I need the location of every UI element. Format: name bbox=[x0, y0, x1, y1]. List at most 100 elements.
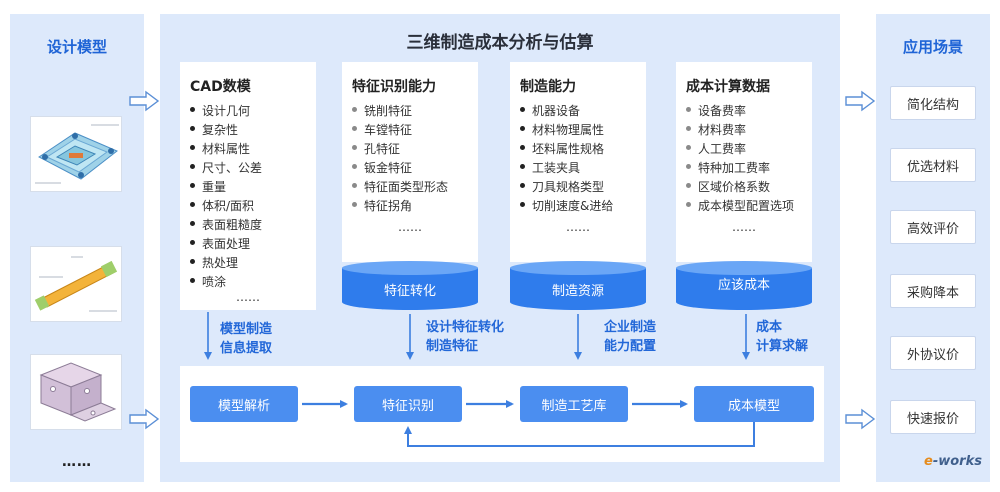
bullet-icon bbox=[686, 202, 691, 207]
bullet-icon bbox=[190, 240, 195, 245]
cylinder-label: 应该成本 bbox=[717, 278, 770, 293]
list-item: 成本模型配置选项 bbox=[686, 197, 794, 216]
list-item: 机器设备 bbox=[520, 102, 613, 121]
manufacturing-capability-card: 制造能力 机器设备 材料物理属性 坯料属性规格 工装夹具 刀具规格类型 切削速度… bbox=[510, 62, 646, 262]
bullet-icon bbox=[190, 145, 195, 150]
list-item: 材料物理属性 bbox=[520, 121, 613, 140]
list-item: 设备费率 bbox=[686, 102, 794, 121]
model-thumbnail-plate[interactable] bbox=[30, 116, 122, 192]
more-models-ellipsis: …… bbox=[62, 454, 92, 470]
cad-model-card: CAD数模 设计几何 复杂性 材料属性 尺寸、公差 重量 体积/面积 表面粗糙度… bbox=[180, 62, 316, 310]
model-parsing-step[interactable]: 模型解析 bbox=[190, 386, 298, 422]
capability-config-label: 企业制造 能力配置 bbox=[604, 320, 657, 354]
bullet-icon bbox=[190, 221, 195, 226]
list-item: 孔特征 bbox=[352, 140, 448, 159]
model-extract-label: 模型制造 信息提取 bbox=[220, 322, 273, 356]
application-scenarios-panel: 应用场景 简化结构 优选材料 高效评价 采购降本 外协议价 快速报价 bbox=[876, 14, 990, 482]
scenario-efficient-evaluation[interactable]: 高效评价 bbox=[890, 210, 976, 244]
should-cost-cylinder: 应该成本 bbox=[674, 260, 814, 312]
scenario-outsourcing-pricing[interactable]: 外协议价 bbox=[890, 336, 976, 370]
bullet-icon bbox=[520, 145, 525, 150]
bullet-icon bbox=[190, 126, 195, 131]
scenario-simplify-structure[interactable]: 简化结构 bbox=[890, 86, 976, 120]
feature-recognition-step[interactable]: 特征识别 bbox=[354, 386, 462, 422]
feature-list: 铣削特征 车镗特征 孔特征 钣金特征 特征面类型形态 特征拐角 bbox=[352, 102, 448, 216]
cad-attribute-list: 设计几何 复杂性 材料属性 尺寸、公差 重量 体积/面积 表面粗糙度 表面处理 … bbox=[190, 102, 262, 292]
list-item: 钣金特征 bbox=[352, 159, 448, 178]
feature-convert-label: 设计特征转化 制造特征 bbox=[426, 320, 505, 354]
bullet-icon bbox=[190, 278, 195, 283]
list-item: 材料属性 bbox=[190, 140, 262, 159]
list-item: 喷涂 bbox=[190, 273, 262, 292]
feedback-loop-arrow bbox=[404, 422, 755, 447]
application-scenarios-title: 应用场景 bbox=[902, 38, 963, 56]
list-item: 体积/面积 bbox=[190, 197, 262, 216]
list-item: 切削速度&进给 bbox=[520, 197, 613, 216]
list-item: 重量 bbox=[190, 178, 262, 197]
bullet-icon bbox=[686, 107, 691, 112]
bullet-icon bbox=[686, 183, 691, 188]
bullet-icon bbox=[190, 202, 195, 207]
manufacturing-resource-cylinder: 制造资源 bbox=[508, 260, 648, 312]
bullet-icon bbox=[190, 183, 195, 188]
list-item: 材料费率 bbox=[686, 121, 794, 140]
list-item: 热处理 bbox=[190, 254, 262, 273]
bullet-icon bbox=[520, 202, 525, 207]
design-model-panel: 设计模型 bbox=[10, 14, 144, 482]
cost-solve-label: 成本 计算求解 bbox=[756, 320, 809, 354]
bullet-icon bbox=[190, 164, 195, 169]
arrow-right-icon bbox=[845, 90, 876, 112]
bullet-icon bbox=[686, 126, 691, 131]
more-ellipsis: …… bbox=[566, 220, 590, 234]
process-library-step[interactable]: 制造工艺库 bbox=[520, 386, 628, 422]
bullet-icon bbox=[352, 145, 357, 150]
list-item: 区域价格系数 bbox=[686, 178, 794, 197]
cost-analysis-panel: 三维制造成本分析与估算 CAD数模 设计几何 复杂性 材料属性 尺寸、公差 重量… bbox=[160, 14, 840, 482]
eworks-watermark: e-works bbox=[924, 454, 982, 469]
list-item: 尺寸、公差 bbox=[190, 159, 262, 178]
bullet-icon bbox=[352, 126, 357, 131]
bullet-icon bbox=[520, 126, 525, 131]
feature-conversion-cylinder: 特征转化 bbox=[340, 260, 480, 312]
list-item: 设计几何 bbox=[190, 102, 262, 121]
more-ellipsis: …… bbox=[732, 220, 756, 234]
list-item: 表面粗糙度 bbox=[190, 216, 262, 235]
card-title: CAD数模 bbox=[190, 79, 251, 95]
bullet-icon bbox=[190, 107, 195, 112]
cylinder-icon bbox=[676, 261, 812, 310]
cost-analysis-title: 三维制造成本分析与估算 bbox=[406, 33, 594, 53]
model-thumbnail-bracket[interactable] bbox=[30, 354, 122, 430]
cost-data-list: 设备费率 材料费率 人工费率 特种加工费率 区域价格系数 成本模型配置选项 bbox=[686, 102, 794, 216]
list-item: 坯料属性规格 bbox=[520, 140, 613, 159]
more-ellipsis: …… bbox=[398, 220, 422, 234]
bullet-icon bbox=[520, 164, 525, 169]
bullet-icon bbox=[520, 183, 525, 188]
bullet-icon bbox=[686, 164, 691, 169]
scenario-optimize-material[interactable]: 优选材料 bbox=[890, 148, 976, 182]
bullet-icon bbox=[190, 259, 195, 264]
list-item: 刀具规格类型 bbox=[520, 178, 613, 197]
design-model-title: 设计模型 bbox=[46, 38, 107, 56]
bullet-icon bbox=[352, 107, 357, 112]
bracket-part-image bbox=[39, 362, 117, 422]
cost-model-step[interactable]: 成本模型 bbox=[694, 386, 814, 422]
model-thumbnail-shaft[interactable] bbox=[30, 246, 122, 322]
arrow-right-icon bbox=[129, 408, 160, 430]
list-item: 特种加工费率 bbox=[686, 159, 794, 178]
list-item: 特征面类型形态 bbox=[352, 178, 448, 197]
bullet-icon bbox=[352, 164, 357, 169]
scenario-procurement-cost-reduction[interactable]: 采购降本 bbox=[890, 274, 976, 308]
cost-data-card: 成本计算数据 设备费率 材料费率 人工费率 特种加工费率 区域价格系数 成本模型… bbox=[676, 62, 812, 262]
shaft-part-image bbox=[34, 256, 118, 312]
list-item: 工装夹具 bbox=[520, 159, 613, 178]
capability-list: 机器设备 材料物理属性 坯料属性规格 工装夹具 刀具规格类型 切削速度&进给 bbox=[520, 102, 613, 216]
bullet-icon bbox=[352, 202, 357, 207]
list-item: 车镗特征 bbox=[352, 121, 448, 140]
scenario-quick-quote[interactable]: 快速报价 bbox=[890, 400, 976, 434]
cylinder-icon bbox=[510, 261, 646, 310]
card-title: 特征识别能力 bbox=[352, 79, 436, 95]
list-item: 表面处理 bbox=[190, 235, 262, 254]
cylinder-label: 特征转化 bbox=[383, 284, 436, 299]
arrow-right-icon bbox=[129, 90, 160, 112]
card-title: 成本计算数据 bbox=[686, 79, 770, 95]
